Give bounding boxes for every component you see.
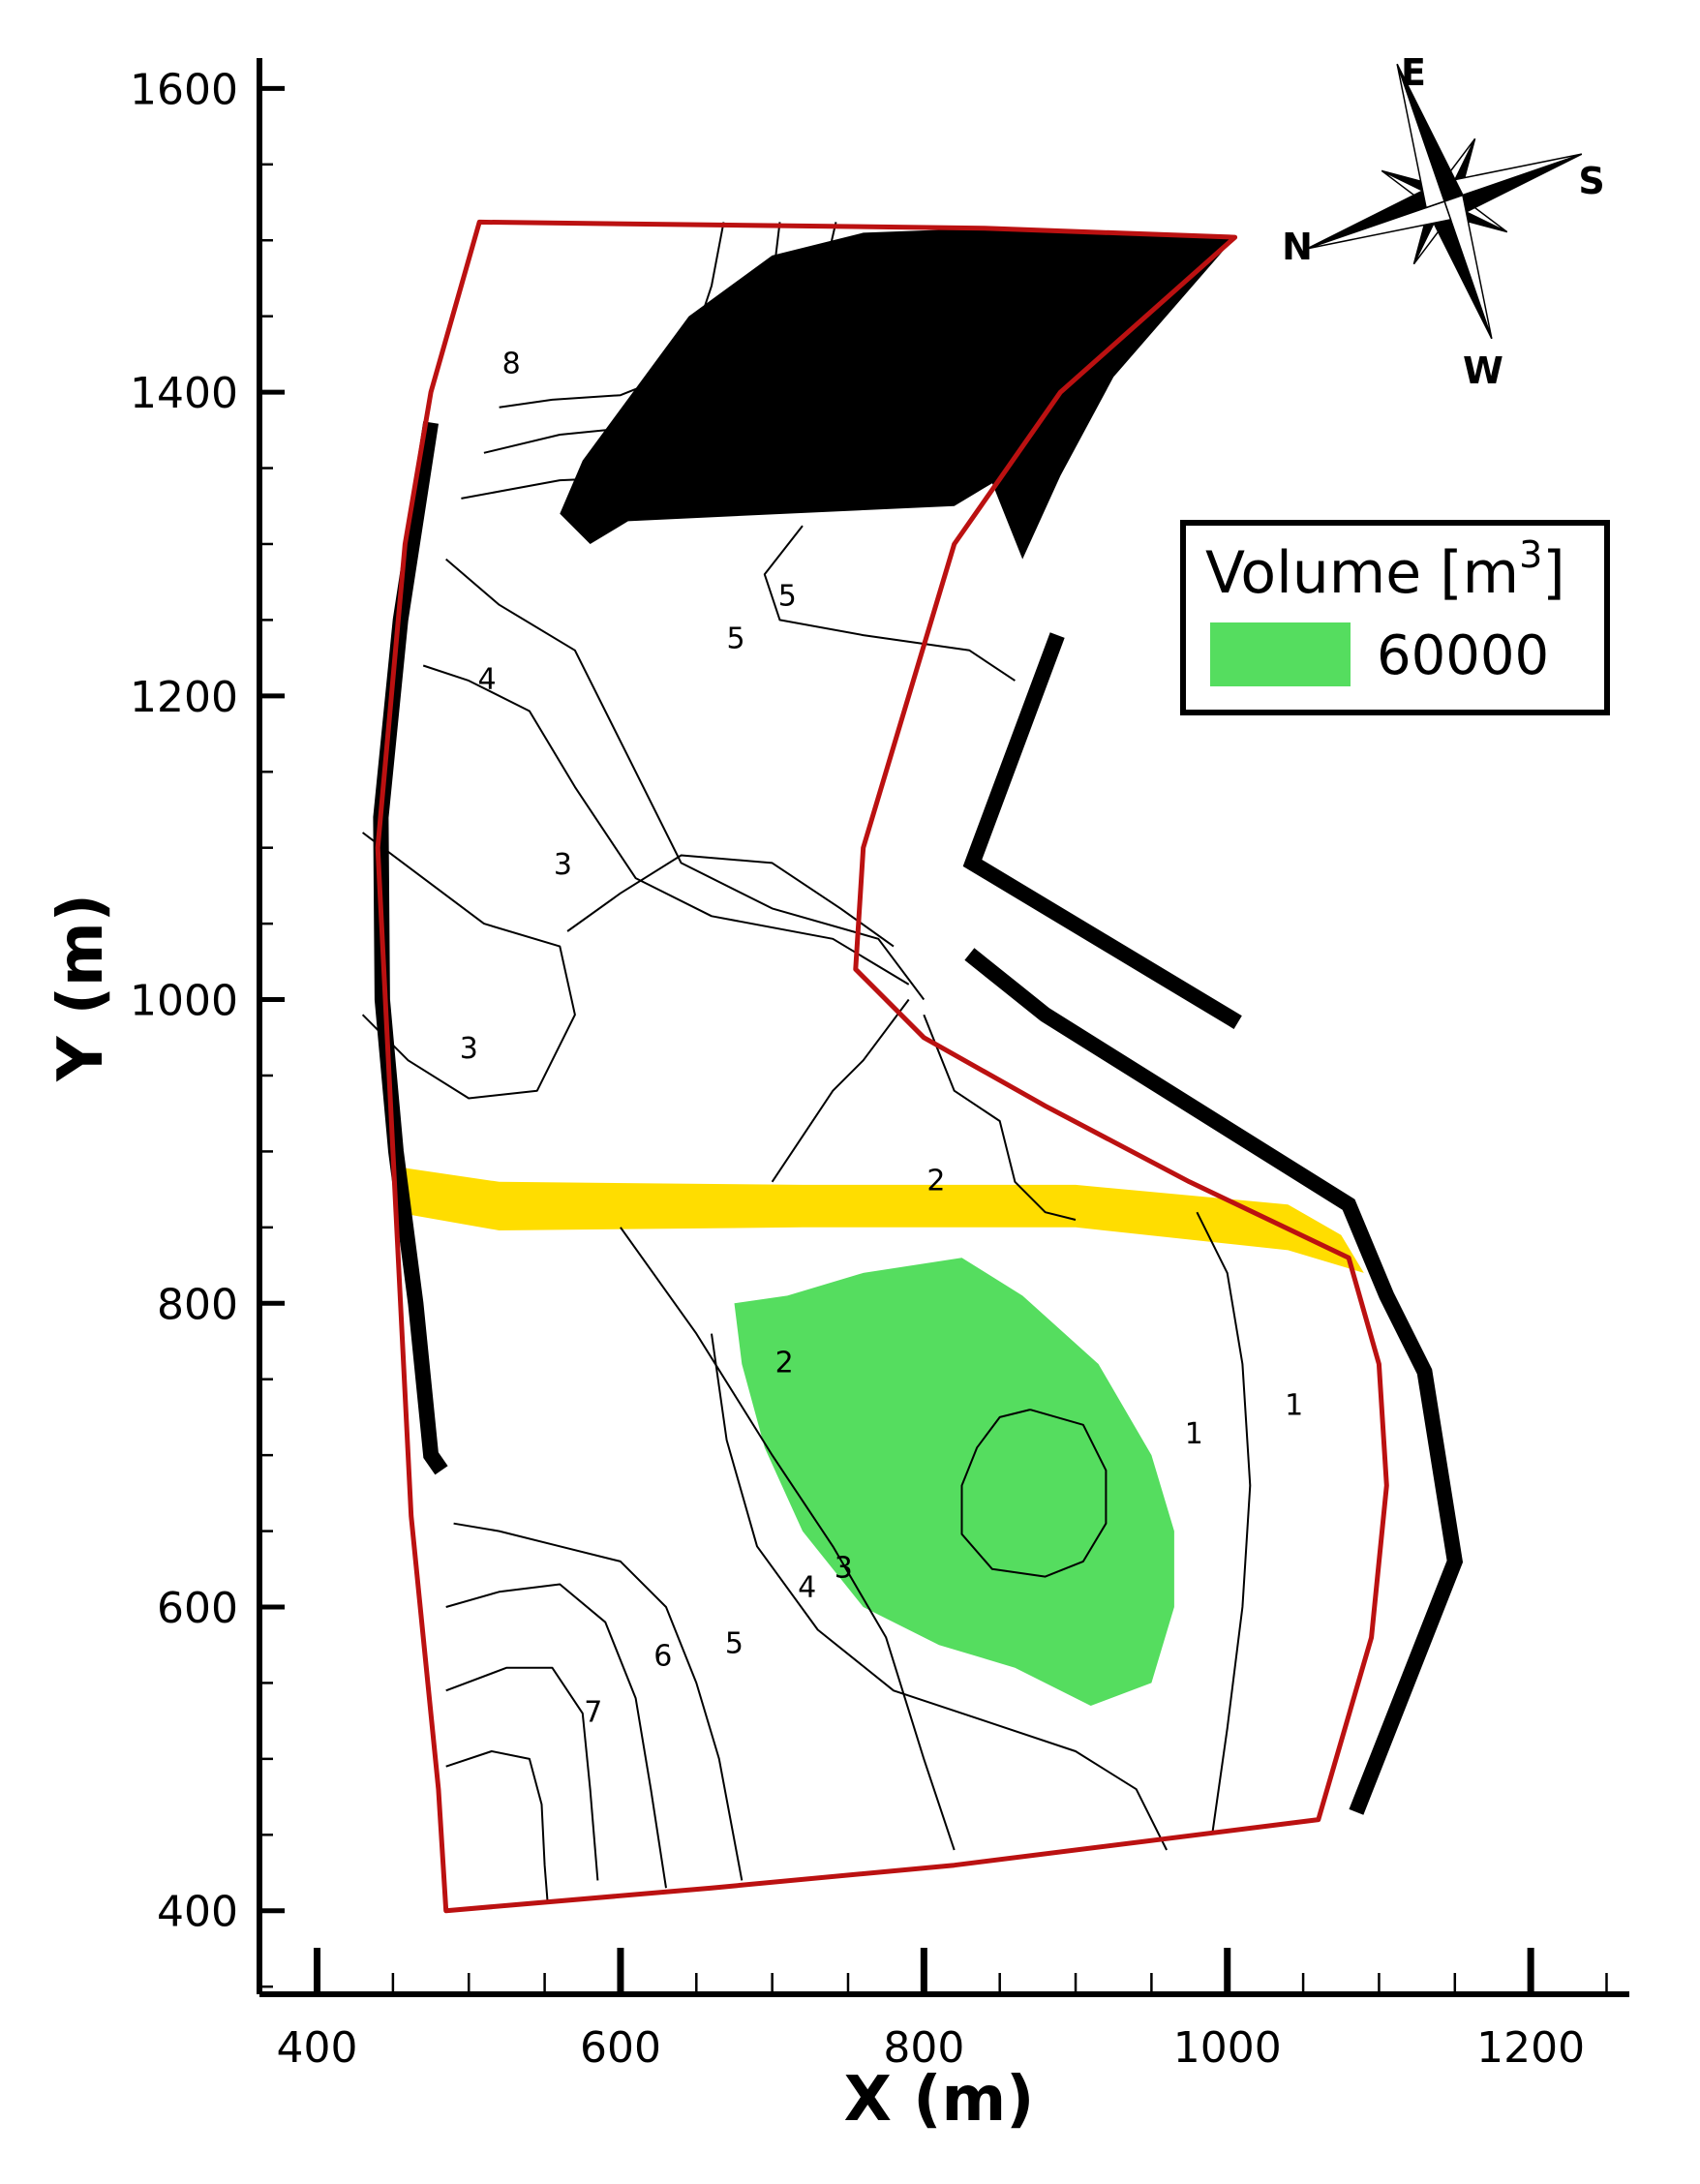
contour-line-2 (923, 1014, 1077, 1221)
y-tick-label: 1000 (130, 977, 238, 1026)
x-tick-label: 800 (883, 2023, 964, 2073)
compass-label-south: S (1578, 160, 1604, 202)
contour-line-2 (711, 1333, 1168, 1851)
contour-line-1 (1196, 1211, 1252, 1835)
y-tick-label: 400 (157, 1888, 238, 1937)
contour-label: 1 (1285, 1388, 1303, 1422)
contour-label: 2 (926, 1164, 945, 1198)
contour-label: 1 (1185, 1417, 1203, 1451)
contour-line-3 (620, 1227, 956, 1851)
x-tick-label: 1000 (1173, 2023, 1282, 2073)
compass-point (1306, 200, 1452, 250)
legend: Volume [m3] 60000 (1180, 520, 1610, 715)
y-axis-title: Y (m) (46, 894, 117, 1082)
contour-label: 3 (554, 848, 572, 882)
x-tick-label: 400 (277, 2023, 358, 2073)
compass-rose: E S W N (1282, 51, 1605, 392)
contour-line-3 (566, 854, 895, 948)
legend-swatch (1210, 622, 1351, 686)
contour-line-5 (763, 525, 1016, 682)
contour-line-4 (453, 1522, 744, 1881)
legend-entry-label: 60000 (1377, 624, 1549, 687)
green-volume-region (734, 1258, 1174, 1706)
contour-label: 4 (478, 663, 497, 697)
black-region (560, 228, 1235, 560)
contour-label: 4 (798, 1571, 816, 1605)
contour-line-6 (445, 1666, 599, 1881)
compass-label-east: E (1401, 51, 1426, 94)
contour-line-3 (361, 832, 576, 1100)
breakwater-3 (964, 948, 1464, 1815)
contour-line-5 (445, 558, 926, 1001)
compass-label-north: N (1282, 226, 1313, 268)
contour-label: 3 (835, 1551, 853, 1585)
y-tick-label: 1200 (130, 673, 238, 722)
contour-line-4 (422, 664, 910, 986)
contour-line-6 (461, 222, 837, 500)
domain-boundary (375, 219, 1389, 1914)
yellow-band (396, 1167, 1364, 1273)
legend-title: Volume [m3] (1205, 533, 1565, 607)
map-regions (396, 228, 1364, 1706)
x-tick-label: 600 (580, 2023, 661, 2073)
compass-label-west: W (1463, 349, 1503, 392)
contour-line-5 (445, 1583, 667, 1889)
contour-label: 6 (714, 399, 733, 433)
contour-label: 7 (584, 1695, 602, 1729)
contour-label: 2 (775, 1347, 794, 1380)
contour-lines (361, 222, 1252, 1903)
contour-line-7 (483, 222, 781, 454)
y-tick-label: 1400 (130, 369, 238, 418)
contour-label: 8 (502, 347, 521, 380)
contour-line-7 (445, 1750, 549, 1903)
contour-label: 6 (653, 1639, 672, 1673)
contour-label: 3 (460, 1032, 478, 1066)
y-tick-label: 1600 (130, 65, 238, 114)
compass-star-icon (1306, 63, 1583, 340)
contour-line-8 (499, 222, 725, 409)
contour-line-2 (771, 998, 910, 1183)
contour-line-1 (960, 1409, 1108, 1578)
x-axis-title: X (m) (844, 2064, 1035, 2136)
contour-label: 5 (726, 622, 744, 655)
contour-label: 7 (646, 389, 664, 423)
contour-label: 5 (725, 1627, 744, 1661)
y-tick-label: 600 (157, 1584, 238, 1633)
boundary-outline (375, 219, 1389, 1914)
x-tick-label: 1200 (1476, 2023, 1585, 2073)
y-tick-label: 800 (157, 1280, 238, 1329)
breakwater-2 (962, 632, 1242, 1029)
compass-point (1396, 63, 1445, 209)
contour-label: 5 (778, 579, 797, 613)
